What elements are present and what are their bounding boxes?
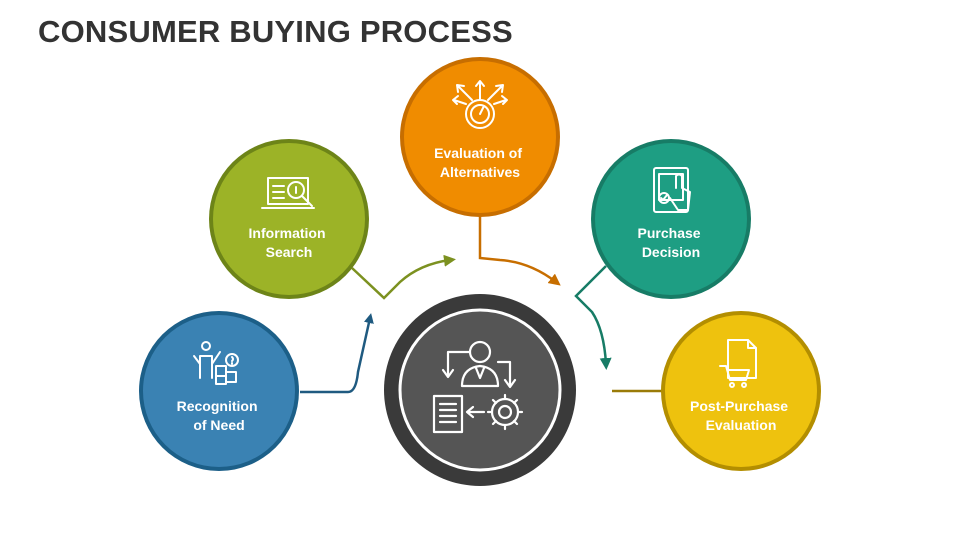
step-label-line: Purchase (638, 225, 701, 241)
svg-text:Post-Purchase Evaluation: Post-Purchase Evaluation (690, 398, 792, 433)
gauge-arrows-icon (452, 80, 508, 129)
step-evaluation-of-alternatives: Evaluation of Alternatives (400, 57, 560, 217)
step-label-line: Information (249, 225, 326, 241)
step-label-line: of Need (193, 417, 244, 433)
step-label-line: Evaluation of (434, 145, 522, 161)
step-label-line: Alternatives (440, 164, 520, 180)
laptop-search-icon (261, 177, 315, 209)
tablet-tap-icon (653, 167, 691, 213)
step-purchase-decision: Purchase Decision (591, 139, 751, 299)
step-post-purchase-evaluation: Post-Purchase Evaluation (661, 311, 821, 471)
step-recognition-of-need: Recognition of Need (139, 311, 299, 471)
svg-text:Recognition of Need: Recognition of Need (177, 398, 262, 433)
document-cart-icon (719, 339, 757, 388)
puzzle-person-icon (193, 341, 239, 385)
connector-search-to-evaluation (351, 254, 456, 300)
svg-text:Information Search: Information Search (249, 225, 330, 260)
step-label-line: Post-Purchase (690, 398, 788, 414)
step-label-line: Search (266, 244, 313, 260)
svg-text:Evaluation of Alternativ: Evaluation of Alternatives (434, 145, 526, 180)
step-information-search: Information Search (209, 139, 369, 299)
connector-decision-to-post (574, 265, 612, 370)
center-hub (384, 294, 576, 486)
step-label-line: Evaluation (706, 417, 777, 433)
step-label-line: Recognition (177, 398, 258, 414)
page-title: CONSUMER BUYING PROCESS (38, 14, 513, 49)
connector-need-to-search (300, 313, 374, 394)
customer-process-gear-icon (432, 340, 524, 434)
svg-text:Purchase Decision: Purchase Decision (638, 225, 705, 260)
step-label-line: Decision (642, 244, 700, 260)
connector-evaluation-to-decision (478, 215, 561, 286)
